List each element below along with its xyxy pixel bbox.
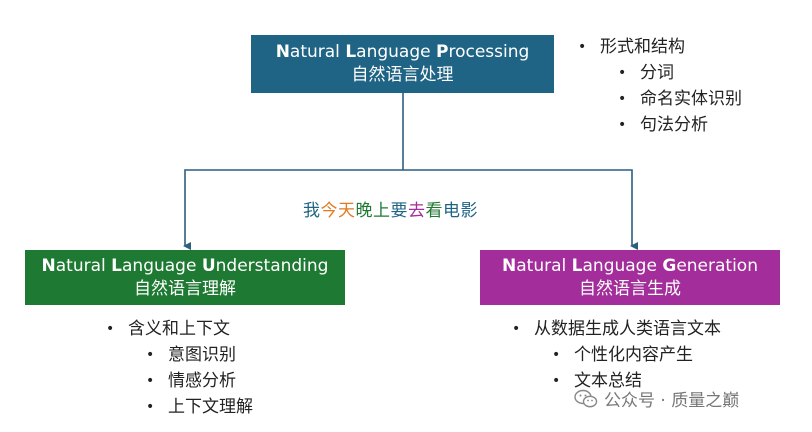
wechat-icon	[574, 389, 598, 407]
title-word-rest: nderstanding	[215, 255, 329, 276]
node-nlp: Natural Language Processing 自然语言处理	[251, 35, 554, 93]
list-item: 情感分析	[146, 368, 253, 394]
title-initial: G	[662, 255, 677, 276]
title-initial: L	[345, 42, 357, 62]
title-word-rest: anguage	[356, 42, 437, 62]
title-initial: N	[502, 255, 517, 276]
connector-left-branch	[183, 169, 403, 250]
node-nlp-english: Natural Language Processing	[276, 41, 530, 64]
sentence-segment: 电影	[443, 201, 478, 221]
title-initial: U	[201, 255, 216, 276]
title-initial: L	[111, 255, 122, 276]
node-nlu-chinese: 自然语言理解	[134, 278, 236, 299]
title-word-rest: atural	[55, 255, 112, 276]
list-item: 个性化内容产生	[552, 342, 721, 368]
node-nlu-english: Natural Language Understanding	[42, 255, 329, 278]
nlg-bullet-list: 从数据生成人类语言文本个性化内容产生文本总结	[512, 316, 721, 394]
list-item: 从数据生成人类语言文本	[512, 316, 721, 342]
title-word-rest: atural	[289, 42, 346, 62]
node-nlg-english: Natural Language Generation	[502, 255, 758, 278]
title-initial: L	[571, 255, 583, 276]
title-word-rest: rocessing	[448, 42, 530, 62]
watermark-text: 公众号 · 质量之巅	[604, 391, 740, 411]
title-word-rest: atural	[516, 255, 572, 276]
title-initial: N	[41, 255, 56, 276]
list-item: 意图识别	[146, 342, 253, 368]
title-initial: N	[275, 42, 290, 62]
example-sentence: 我今天晚上要去看电影	[303, 196, 478, 221]
title-initial: P	[436, 42, 449, 62]
list-item: 文本总结	[552, 368, 721, 394]
sentence-segment: 去	[408, 201, 426, 221]
sentence-segment: 看	[425, 201, 443, 221]
list-item: 命名实体识别	[618, 86, 742, 112]
node-nlu: Natural Language Understanding 自然语言理解	[25, 250, 345, 305]
list-item: 分词	[618, 60, 742, 86]
sentence-segment: 今天	[320, 201, 356, 221]
nlu-bullet-list: 含义和上下文意图识别情感分析上下文理解	[106, 316, 253, 420]
node-nlg-chinese: 自然语言生成	[579, 278, 681, 299]
sentence-segment: 晚上	[355, 201, 391, 221]
list-item: 句法分析	[618, 112, 742, 138]
node-nlp-chinese: 自然语言处理	[351, 65, 454, 85]
list-item: 含义和上下文	[106, 316, 253, 342]
title-word-rest: anguage	[122, 255, 202, 276]
watermark: 公众号 · 质量之巅	[574, 386, 739, 411]
title-word-rest: anguage	[582, 255, 663, 276]
sentence-segment: 要	[390, 201, 408, 221]
title-word-rest: eneration	[676, 255, 758, 276]
list-item: 形式和结构	[578, 34, 742, 60]
node-nlg: Natural Language Generation 自然语言生成	[480, 250, 780, 305]
sentence-segment: 我	[303, 201, 321, 221]
list-item: 上下文理解	[146, 394, 253, 420]
connector-right-branch	[403, 169, 638, 250]
nlp-bullet-list: 形式和结构分词命名实体识别句法分析	[578, 34, 742, 138]
